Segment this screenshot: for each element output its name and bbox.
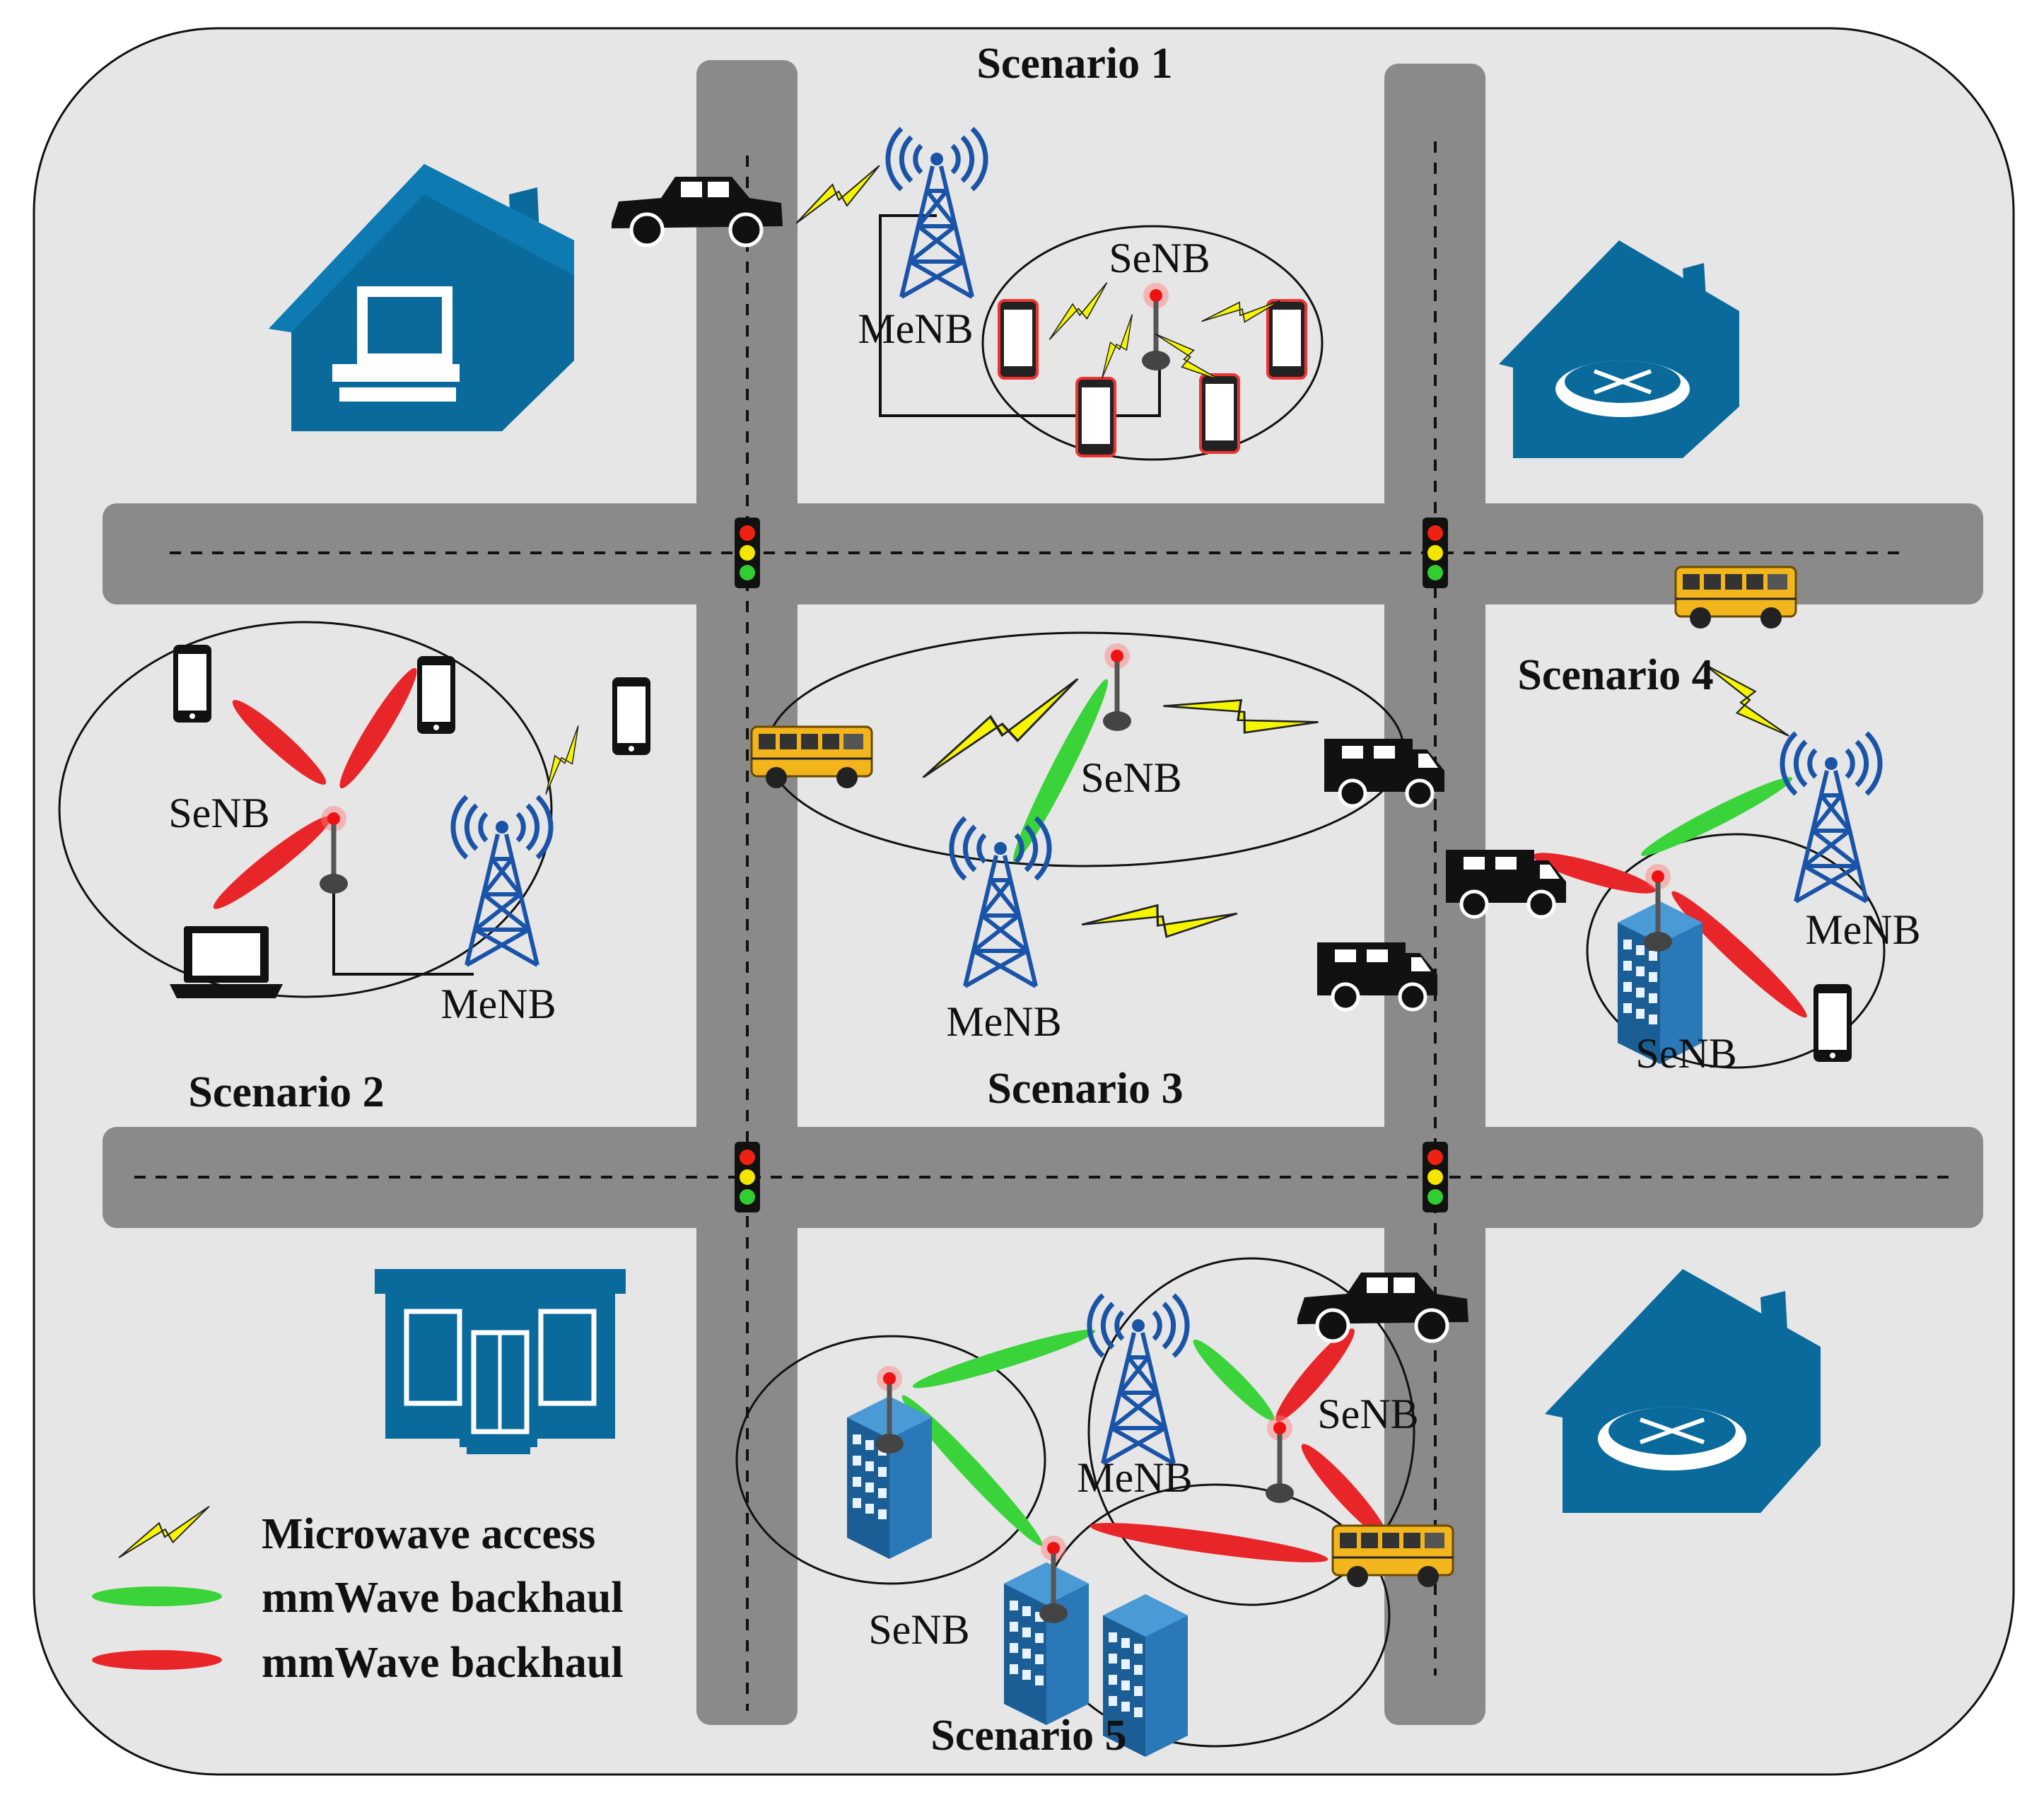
senb-label: SeNB: [168, 790, 269, 836]
office-building-icon: [1004, 1562, 1089, 1725]
scenario-1: SeNB MeNB Scenario 1: [612, 40, 1324, 461]
senb-label: SeNB: [1080, 754, 1181, 801]
senb-label: SeNB: [1317, 1391, 1418, 1437]
phone-icon: [1075, 377, 1116, 457]
house-router-icon: [1499, 240, 1739, 458]
scenario-2: SeNB MeNB Scenario 2: [58, 621, 650, 1116]
menb-label: MeNB: [1805, 906, 1920, 953]
phone-icon: [612, 677, 650, 755]
menb-label: MeNB: [1077, 1454, 1192, 1501]
traffic-light-icon: [735, 1142, 760, 1212]
mmwave-green-legend-icon: [92, 1586, 222, 1606]
house-computer-icon: [269, 164, 574, 431]
legend-mmwave-red-label: mmWave backhaul: [262, 1639, 624, 1687]
scenario-5: SeNB MeNB SeNB Scenario 5: [735, 1257, 1468, 1760]
senb-label: SeNB: [1635, 1030, 1736, 1077]
legend: Microwave access mmWave backhaul mmWave …: [92, 1505, 624, 1687]
scenario-3: SeNB MeNB Scenario 3: [750, 631, 1444, 1113]
mmwave-red-legend-icon: [92, 1650, 222, 1670]
menb-label: MeNB: [440, 981, 556, 1027]
store-icon: [375, 1269, 626, 1454]
scenario-1-title: Scenario 1: [976, 40, 1172, 88]
legend-microwave-access-label: Microwave access: [262, 1510, 595, 1558]
traffic-light-icon: [1423, 518, 1448, 588]
phone-icon: [417, 656, 455, 734]
scenario-4: Scenario 4 MeNB SeNB: [1446, 566, 1921, 1077]
phone-icon: [173, 645, 211, 723]
traffic-light-icon: [1423, 1142, 1448, 1212]
phone-icon: [1814, 984, 1852, 1062]
phone-icon: [998, 299, 1039, 380]
senb-label: SeNB: [1109, 235, 1210, 281]
scenario-5-title: Scenario 5: [930, 1712, 1126, 1760]
phone-icon: [1266, 299, 1307, 380]
scenario-4-title: Scenario 4: [1517, 651, 1713, 699]
scenario-2-title: Scenario 2: [188, 1068, 384, 1116]
laptop-icon: [170, 926, 283, 998]
legend-mmwave-green-label: mmWave backhaul: [262, 1574, 624, 1622]
house-router-icon: [1545, 1269, 1821, 1513]
traffic-light-icon: [735, 518, 760, 588]
menb-label: MeNB: [946, 998, 1061, 1045]
senb-label: SeNB: [868, 1606, 969, 1653]
menb-label: MeNB: [858, 305, 973, 352]
scenario-3-title: Scenario 3: [987, 1065, 1183, 1113]
phone-icon: [1199, 373, 1240, 454]
